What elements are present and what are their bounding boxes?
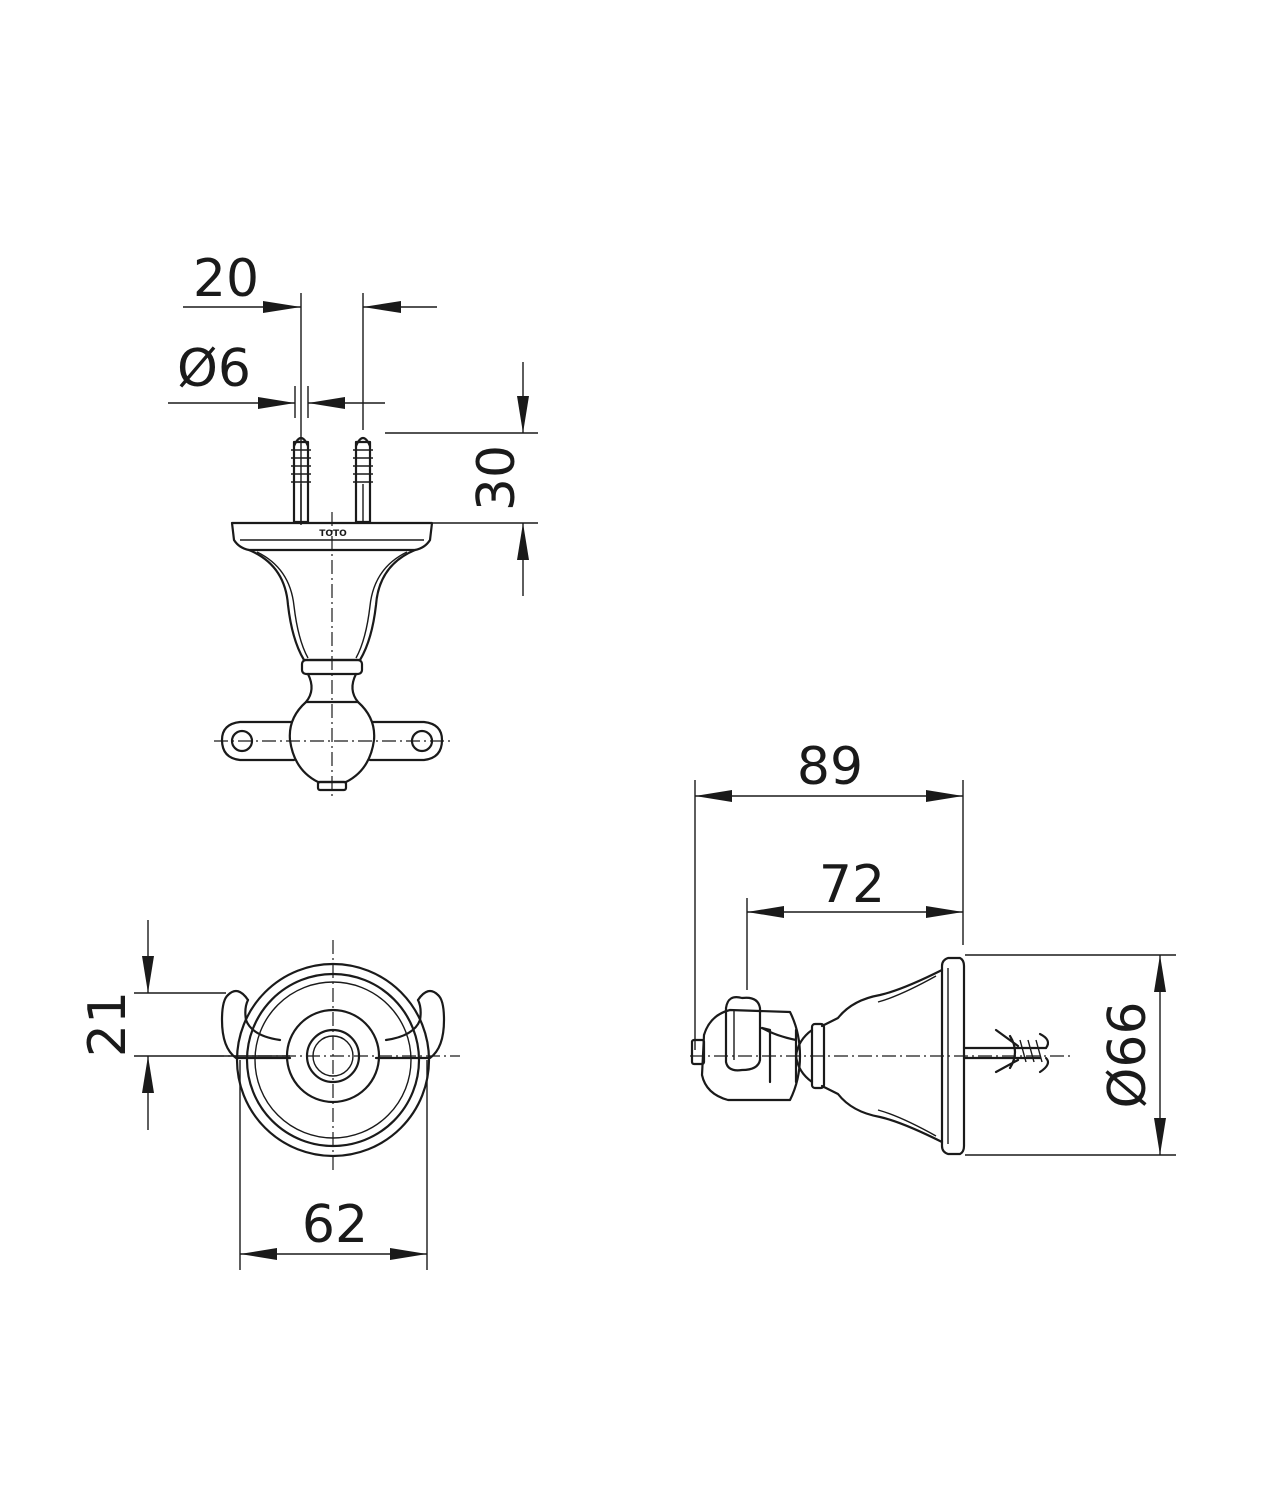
dim-overall-depth-label: 89: [797, 737, 863, 797]
front-view: 21 62: [78, 920, 460, 1270]
dim-hook-depth-label: 72: [819, 855, 885, 915]
side-view: 89 72 Ø66: [690, 737, 1176, 1156]
dim-width: 62: [239, 1060, 428, 1270]
dim-spacing-label: 20: [193, 249, 259, 309]
dim-pin-length-label: 30: [467, 445, 527, 511]
top-view: 20 Ø6 30: [168, 249, 538, 800]
dim-base-diameter: Ø66: [965, 954, 1176, 1156]
dim-hook-height: 21: [78, 920, 290, 1130]
dim-pin-diameter-label: Ø6: [177, 339, 251, 399]
dim-pin-diameter: Ø6: [168, 339, 385, 418]
dim-base-diameter-label: Ø66: [1098, 1001, 1158, 1108]
dim-pin-length: 30: [385, 362, 538, 596]
brand-logo: TOTO: [319, 529, 347, 539]
screw-anchor-right: [353, 436, 373, 524]
dim-overall-depth: 89: [694, 737, 964, 1050]
dim-spacing: 20: [183, 249, 437, 525]
dim-hook-depth: 72: [746, 855, 963, 990]
dim-width-label: 62: [302, 1195, 368, 1255]
dim-hook-height-label: 21: [78, 991, 138, 1057]
